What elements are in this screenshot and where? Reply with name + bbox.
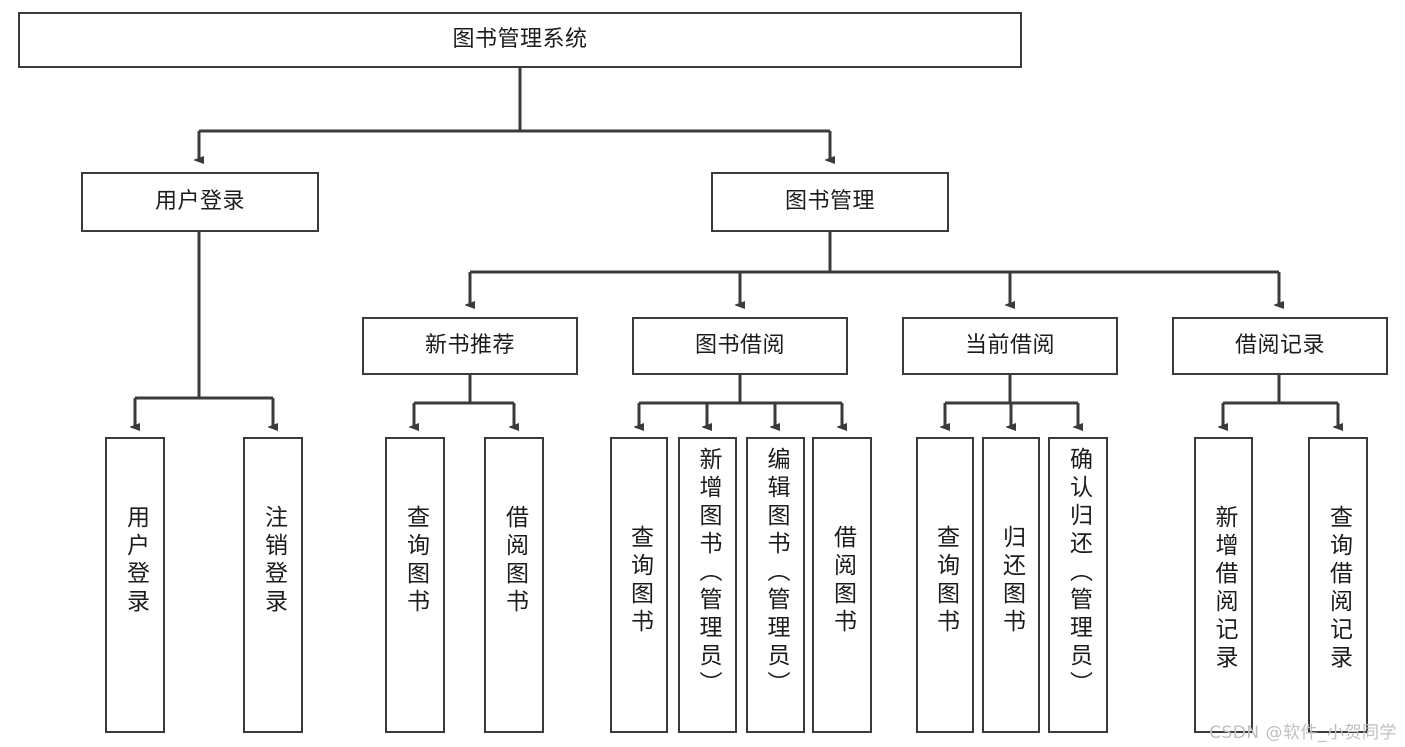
node-book-manage[interactable]: 图书管理: [711, 172, 949, 232]
node-leaf-borrow-book-1-label: 借阅图书: [501, 505, 528, 617]
node-leaf-query-record-label: 查询借阅记录: [1325, 505, 1352, 673]
node-leaf-edit-book[interactable]: 编辑图书（管理员）: [746, 437, 805, 733]
node-leaf-edit-book-label: 编辑图书（管理员）: [763, 447, 789, 699]
node-current-borrow[interactable]: 当前借阅: [902, 317, 1118, 375]
node-leaf-borrow-book-2-label: 借阅图书: [829, 525, 856, 637]
node-leaf-user-login[interactable]: 用户登录: [105, 437, 165, 733]
node-root-label: 图书管理系统: [452, 26, 588, 52]
node-new-book-rec[interactable]: 新书推荐: [362, 317, 578, 375]
node-leaf-add-book-label: 新增图书（管理员）: [695, 447, 721, 699]
node-current-borrow-label: 当前借阅: [964, 332, 1055, 358]
node-book-borrow-label: 图书借阅: [694, 332, 785, 358]
node-leaf-query-record[interactable]: 查询借阅记录: [1308, 437, 1368, 733]
node-leaf-borrow-book-2[interactable]: 借阅图书: [812, 437, 872, 733]
csdn-watermark: CSDN @软件_小贺同学: [1209, 723, 1397, 743]
node-leaf-add-book[interactable]: 新增图书（管理员）: [678, 437, 737, 733]
node-root[interactable]: 图书管理系统: [18, 12, 1022, 68]
node-leaf-add-record[interactable]: 新增借阅记录: [1194, 437, 1253, 733]
node-leaf-query-book-2-label: 查询图书: [626, 525, 653, 637]
node-leaf-query-book-3[interactable]: 查询图书: [916, 437, 974, 733]
node-leaf-return-book-label: 归还图书: [998, 525, 1025, 637]
node-leaf-user-login-label: 用户登录: [122, 505, 149, 617]
node-leaf-query-book-2[interactable]: 查询图书: [610, 437, 668, 733]
node-leaf-query-book-3-label: 查询图书: [932, 525, 959, 637]
node-leaf-query-book-1[interactable]: 查询图书: [385, 437, 445, 733]
node-book-manage-label: 图书管理: [784, 188, 875, 214]
node-leaf-logout-login[interactable]: 注销登录: [243, 437, 303, 733]
node-leaf-confirm-return[interactable]: 确认归还（管理员）: [1048, 437, 1108, 733]
node-leaf-return-book[interactable]: 归还图书: [982, 437, 1040, 733]
node-leaf-logout-login-label: 注销登录: [260, 505, 287, 617]
node-leaf-query-book-1-label: 查询图书: [402, 505, 429, 617]
node-leaf-add-record-label: 新增借阅记录: [1211, 505, 1237, 673]
node-book-borrow[interactable]: 图书借阅: [632, 317, 848, 375]
node-borrow-record-label: 借阅记录: [1234, 332, 1325, 358]
node-new-book-rec-label: 新书推荐: [424, 332, 515, 358]
node-leaf-confirm-return-label: 确认归还（管理员）: [1065, 447, 1092, 699]
node-user-login[interactable]: 用户登录: [81, 172, 319, 232]
node-borrow-record[interactable]: 借阅记录: [1172, 317, 1388, 375]
node-user-login-label: 用户登录: [154, 188, 245, 214]
node-leaf-borrow-book-1[interactable]: 借阅图书: [484, 437, 544, 733]
